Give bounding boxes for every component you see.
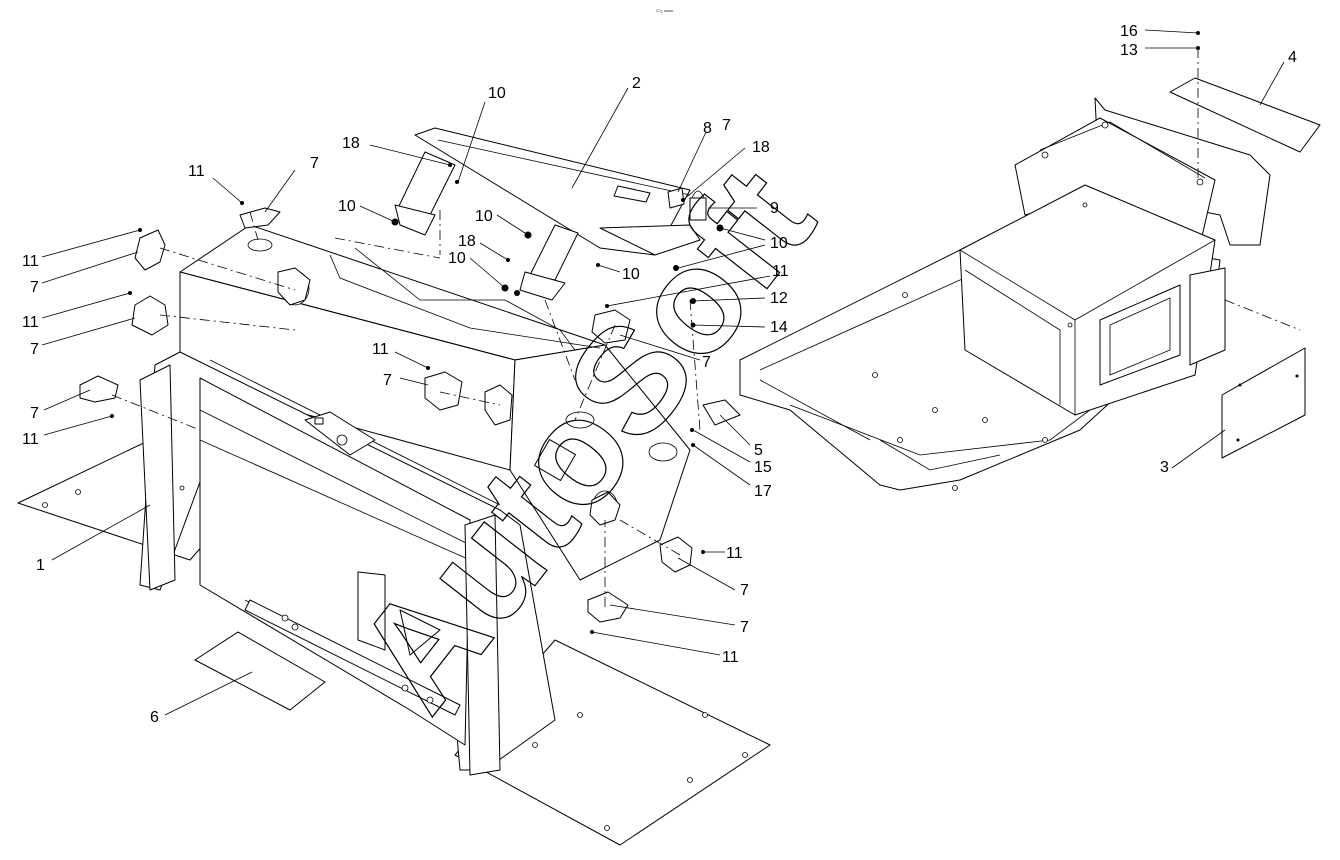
housing-side	[509, 344, 691, 581]
port-cover	[239, 207, 281, 229]
port-covers	[79, 207, 693, 623]
callout-11: 11	[188, 163, 205, 180]
port-cover	[134, 229, 166, 271]
callout-10: 10	[448, 250, 466, 267]
port-cover	[587, 591, 629, 623]
callout-2: 2	[632, 75, 641, 92]
callout-7: 7	[740, 619, 749, 636]
callout-7: 7	[702, 354, 711, 371]
right-floor-assembly	[739, 97, 1271, 491]
callout-10: 10	[488, 85, 506, 102]
callout-3: 3	[1160, 459, 1169, 476]
callout-11: 11	[22, 314, 39, 331]
callout-9: 9	[770, 200, 779, 217]
box-opening	[1099, 284, 1181, 386]
port-cover	[484, 384, 513, 426]
port-cover	[131, 295, 169, 336]
hinge-right	[529, 224, 579, 281]
inspection-plate	[357, 571, 386, 651]
callout-7: 7	[722, 117, 731, 134]
plate-6	[194, 631, 326, 711]
callout-11: 11	[22, 253, 39, 270]
callout-7: 7	[740, 582, 749, 599]
port-cover	[79, 375, 119, 403]
lid-panel	[414, 127, 691, 256]
callout-7: 7	[30, 279, 39, 296]
hinge-right-bracket	[519, 271, 566, 301]
callout-7: 7	[30, 341, 39, 358]
callout-11: 11	[722, 649, 739, 666]
callout-8: 8	[703, 120, 712, 137]
callout-6: 6	[150, 709, 159, 726]
callout-18: 18	[458, 233, 476, 250]
lid-front-edge	[599, 224, 701, 256]
callout-5: 5	[754, 442, 763, 459]
gasket-plate-5	[702, 399, 741, 426]
frame-left-post	[139, 364, 176, 591]
callout-14: 14	[770, 319, 788, 336]
callout-16: 16	[1120, 23, 1138, 40]
callout-10: 10	[770, 235, 788, 252]
leader-lines	[41, 29, 1285, 716]
hinge-left	[397, 151, 456, 216]
callout-10: 10	[622, 266, 640, 283]
port-cover	[659, 536, 693, 573]
cover-plate-4	[1169, 77, 1321, 153]
callout-10: 10	[475, 208, 493, 225]
hinged-lid-2	[394, 127, 701, 301]
frame-triangle	[399, 609, 441, 656]
callout-10: 10	[338, 198, 356, 215]
cover-plate-3	[1221, 347, 1306, 459]
callout-labels: 1 2 3 4 5 6 7 7 7 7 7 7 7 7 7 8 9 10 10 …	[22, 23, 1297, 726]
callout-15: 15	[754, 459, 772, 476]
callout-1: 1	[36, 557, 45, 574]
right-side-bracket	[1189, 267, 1226, 366]
header-mark: ▭₂ ₘₘₘ	[656, 8, 673, 14]
callout-11: 11	[22, 431, 39, 448]
callout-7: 7	[30, 405, 39, 422]
callout-11: 11	[772, 263, 789, 280]
callout-18: 18	[342, 135, 360, 152]
callout-11: 11	[726, 545, 743, 562]
padlock-9	[689, 197, 707, 221]
axis-lines	[111, 48, 1301, 607]
callout-4: 4	[1288, 49, 1297, 66]
callout-12: 12	[770, 290, 788, 307]
callout-7: 7	[383, 372, 392, 389]
callout-7: 7	[310, 155, 319, 172]
latch-plate-8	[667, 187, 685, 209]
callout-13: 13	[1120, 42, 1138, 59]
callout-11: 11	[372, 341, 389, 358]
hinge-top-plate	[613, 185, 651, 203]
main-housing	[139, 224, 691, 776]
port-cover	[277, 267, 311, 306]
frame-right-post	[464, 514, 501, 776]
port-cover	[424, 371, 463, 411]
callout-18: 18	[752, 139, 770, 156]
port-cover	[589, 491, 621, 526]
hinge-left-bracket	[394, 204, 436, 236]
callout-17: 17	[754, 483, 772, 500]
